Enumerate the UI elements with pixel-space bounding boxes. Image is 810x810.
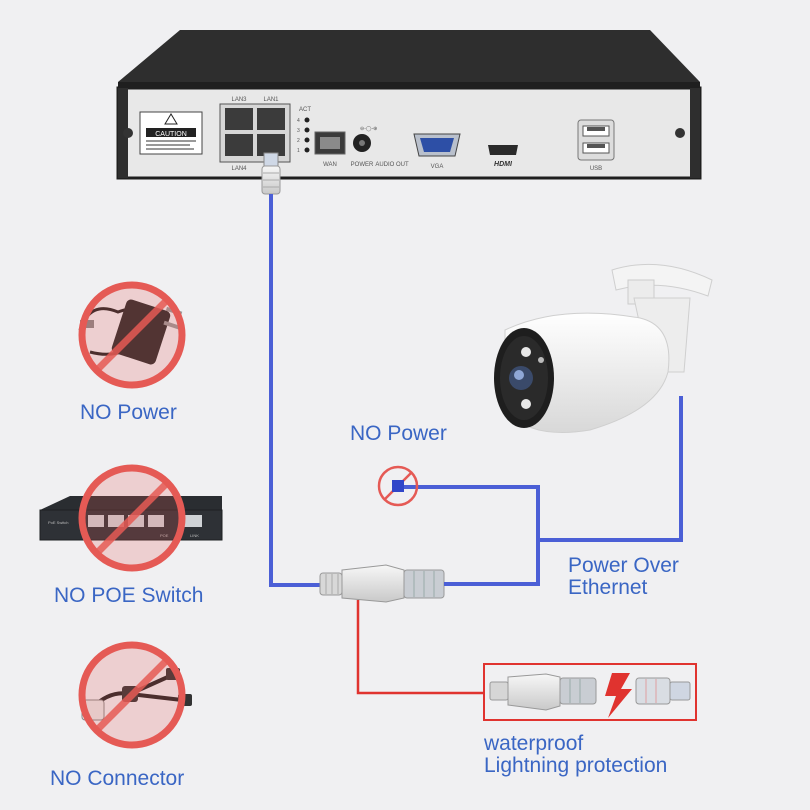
nvr-right-side: [690, 88, 700, 178]
lan1-port[interactable]: [257, 108, 285, 130]
prohibited-icon: [377, 465, 419, 507]
vga-label: VGA: [431, 164, 444, 170]
caution-text: CAUTION: [155, 131, 187, 138]
lan4-port[interactable]: [225, 134, 253, 156]
lan4-label: LAN4: [231, 166, 247, 172]
poe-loop-cable: [404, 485, 540, 586]
lan-port-block: LAN3 LAN1 LAN4: [219, 97, 291, 172]
usb-ports[interactable]: USB: [577, 119, 615, 172]
act-leds: ACT 4 3 2 1: [297, 107, 311, 154]
prohibited-icon: [78, 641, 186, 749]
no-connector-label: NO Connector: [50, 767, 185, 790]
nvr-screw-left: [123, 128, 133, 138]
led-num-1: 1: [297, 148, 300, 154]
svg-text:⊖-◯-⊕: ⊖-◯-⊕: [360, 126, 377, 132]
usb-label: USB: [590, 166, 602, 172]
switch-brand-label: PoE Switch: [48, 520, 68, 525]
hdmi-port[interactable]: HDMI: [488, 145, 518, 168]
led-num-3: 3: [297, 128, 300, 134]
prohibited-icon: [78, 464, 186, 572]
lightning-protection-line: [356, 600, 484, 695]
act-label: ACT: [299, 107, 311, 113]
hdmi-label: HDMI: [494, 161, 513, 168]
wan-label: WAN: [323, 162, 337, 168]
switch-poe-label: POE: [160, 533, 169, 538]
lan1-label: LAN1: [263, 97, 279, 103]
poe-splitter-connector: [319, 564, 445, 603]
lightning-bolt-icon: [605, 673, 632, 718]
poe-label-line1: Power Over: [568, 554, 679, 577]
prohibited-icon: [78, 281, 186, 389]
ip-camera-icon: [494, 263, 713, 433]
rj45-connector-icon: [261, 152, 281, 195]
lan2-port[interactable]: [257, 134, 285, 156]
nvr-top-cover: [118, 30, 700, 82]
nvr-recorder: CAUTION LAN3 LAN1 LAN4 ACT 4 3 2 1: [116, 30, 702, 180]
led-num-4: 4: [297, 118, 300, 124]
no-power-camera-label: NO Power: [350, 422, 447, 445]
switch-link-label: LINK: [190, 533, 199, 538]
camera-feed-cable: [538, 396, 683, 542]
power-label: POWER: [351, 162, 374, 168]
caution-sticker: CAUTION: [139, 111, 203, 155]
poe-label-line2: Ethernet: [568, 576, 648, 599]
no-poe-switch-label: NO POE Switch: [54, 584, 204, 607]
lightning-label-line2: Lightning protection: [484, 754, 668, 777]
lan3-label: LAN3: [231, 97, 247, 103]
lightning-label-line1: waterproof: [484, 732, 584, 755]
lightning-protector-box: [483, 663, 697, 721]
lan3-port[interactable]: [225, 108, 253, 130]
no-power-adapter-label: NO Power: [80, 401, 177, 424]
nvr-screw-right: [675, 128, 685, 138]
audio-out-label: AUDIO OUT: [375, 162, 409, 168]
wan-port[interactable]: WAN: [314, 131, 346, 168]
vga-port[interactable]: VGA: [413, 133, 461, 170]
nvr-to-splitter-cable: [269, 194, 322, 587]
led-num-2: 2: [297, 138, 300, 144]
power-jack[interactable]: ⊖-◯-⊕ POWER: [351, 126, 378, 168]
